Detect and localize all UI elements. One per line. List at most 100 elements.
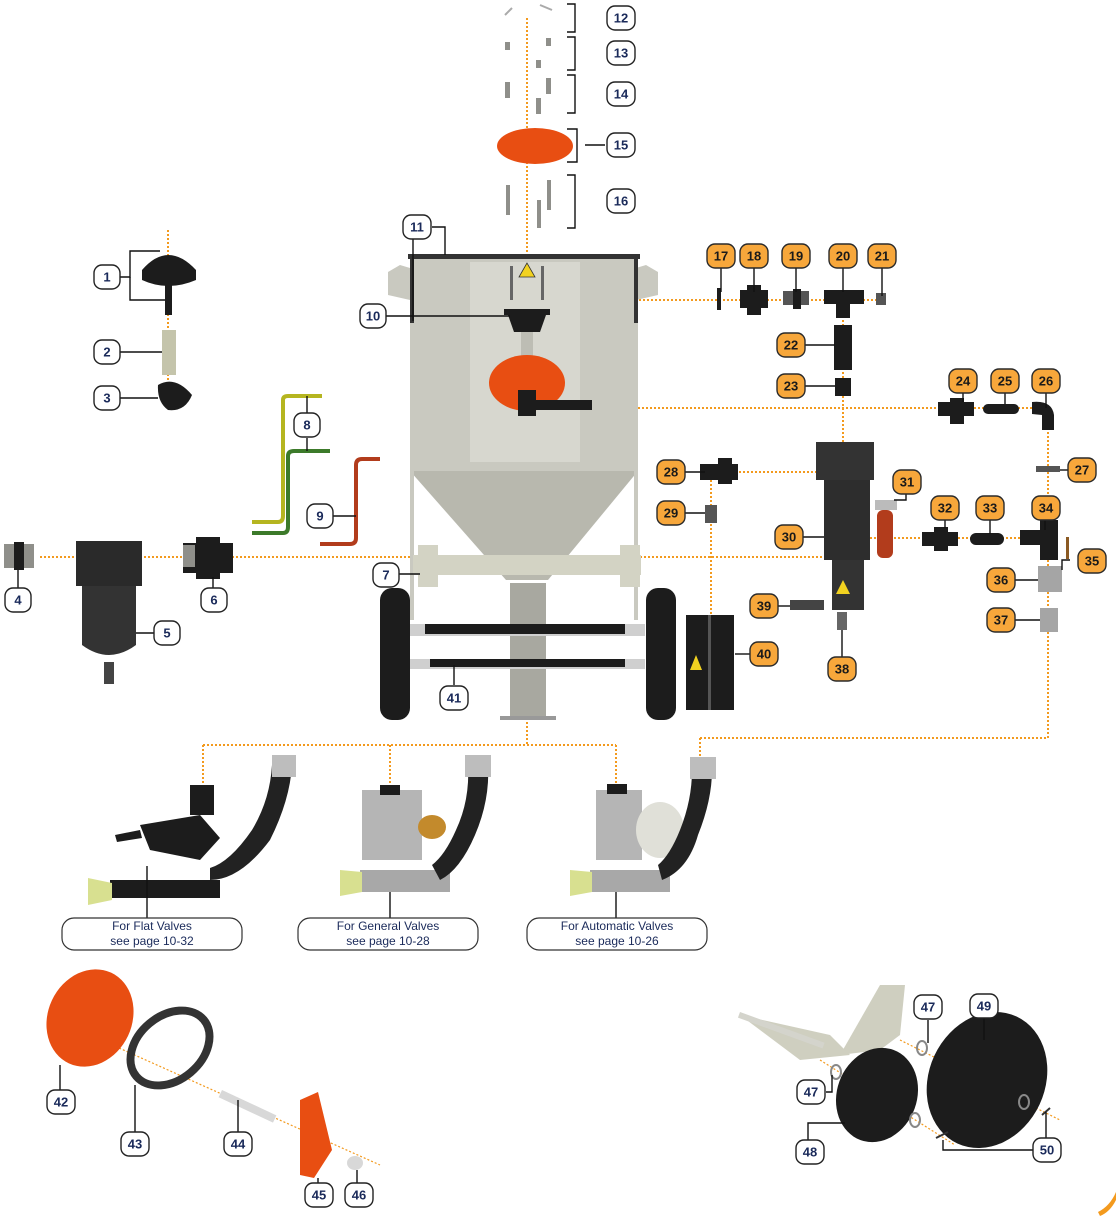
callout-42: 42 [46, 1089, 76, 1115]
callout-32: 32 [930, 495, 960, 521]
part-46-nut [347, 1156, 363, 1170]
svg-text:50: 50 [1040, 1143, 1054, 1158]
part-43-gasket [126, 1006, 214, 1090]
svg-text:49: 49 [977, 999, 991, 1014]
svg-text:14: 14 [614, 87, 629, 102]
callout-30: 30 [774, 524, 804, 550]
svg-text:26: 26 [1039, 374, 1053, 389]
part-14-pins [505, 78, 551, 114]
svg-text:37: 37 [994, 613, 1008, 628]
callout-11: 11 [402, 214, 432, 240]
svg-text:44: 44 [231, 1137, 246, 1152]
svg-text:30: 30 [782, 530, 796, 545]
svg-text:16: 16 [614, 194, 628, 209]
svg-text:36: 36 [994, 573, 1008, 588]
callout-28: 28 [656, 459, 686, 485]
svg-text:2: 2 [103, 345, 110, 360]
pop-up-orange-window [489, 355, 592, 416]
svg-text:7: 7 [382, 568, 389, 583]
svg-text:28: 28 [664, 465, 678, 480]
automatic-valve-reference[interactable]: For Automatic Valves see page 10-26 [526, 917, 708, 951]
callout-46: 46 [344, 1182, 374, 1208]
svg-text:38: 38 [835, 662, 849, 677]
svg-text:42: 42 [54, 1095, 68, 1110]
svg-text:4: 4 [14, 593, 22, 608]
part-4-nipple [4, 542, 34, 570]
svg-text:31: 31 [900, 475, 914, 490]
svg-text:24: 24 [956, 374, 971, 389]
svg-text:13: 13 [614, 46, 628, 61]
part-3-base [157, 381, 192, 411]
callout-25: 25 [990, 368, 1020, 394]
callout-37: 37 [986, 607, 1016, 633]
callout-23: 23 [776, 373, 806, 399]
callout-27: 27 [1067, 457, 1097, 483]
callout-29: 29 [656, 500, 686, 526]
svg-text:35: 35 [1085, 554, 1099, 569]
svg-text:45: 45 [312, 1188, 326, 1203]
callout-16: 16 [606, 188, 636, 214]
part-9-hose [320, 457, 380, 546]
general-valve-assembly [340, 755, 491, 896]
page-corner-swoosh-icon [1098, 1192, 1116, 1216]
svg-text:For General Valves: For General Valves [337, 919, 440, 933]
svg-text:39: 39 [757, 599, 771, 614]
callout-19: 19 [781, 243, 811, 269]
svg-text:see page 10-32: see page 10-32 [110, 934, 194, 948]
callout-20: 20 [828, 243, 858, 269]
wheel-left [380, 588, 410, 720]
svg-text:23: 23 [784, 379, 798, 394]
svg-text:41: 41 [447, 691, 461, 706]
callout-2: 2 [93, 339, 121, 365]
svg-text:33: 33 [983, 501, 997, 516]
svg-text:25: 25 [998, 374, 1012, 389]
callout-43: 43 [120, 1131, 150, 1157]
callout-18: 18 [739, 243, 769, 269]
flat-valve-reference[interactable]: For Flat Valves see page 10-32 [61, 917, 243, 951]
svg-text:15: 15 [614, 138, 628, 153]
callout-10: 10 [359, 303, 387, 329]
svg-text:For Automatic Valves: For Automatic Valves [561, 919, 674, 933]
callout-34: 34 [1031, 495, 1061, 521]
callout-17: 17 [706, 243, 736, 269]
svg-text:43: 43 [128, 1137, 142, 1152]
general-valve-reference[interactable]: For General Valves see page 10-28 [297, 917, 479, 951]
svg-text:47: 47 [921, 1000, 935, 1015]
callout-40: 40 [749, 641, 779, 667]
wheel-right [646, 588, 676, 720]
part-48-wheel-small [835, 1047, 919, 1143]
callout-45: 45 [304, 1182, 334, 1208]
callout-13: 13 [606, 40, 636, 66]
svg-text:22: 22 [784, 338, 798, 353]
callout-48: 48 [795, 1139, 825, 1165]
part-47-washers [830, 1040, 1030, 1128]
flat-valve-assembly [88, 755, 296, 905]
svg-text:8: 8 [303, 418, 310, 433]
callout-6: 6 [200, 587, 228, 613]
warning-triangle-icon [518, 262, 536, 278]
callout-12: 12 [606, 5, 636, 31]
svg-text:1: 1 [103, 270, 110, 285]
svg-text:For Flat Valves: For Flat Valves [112, 919, 192, 933]
plumbing-parts [686, 285, 1069, 710]
svg-text:27: 27 [1075, 463, 1089, 478]
part-45-clamp [300, 1092, 332, 1178]
callout-8: 8 [293, 412, 321, 438]
part-8-hoses [252, 394, 330, 535]
svg-text:34: 34 [1039, 501, 1054, 516]
part-50-clips [935, 1107, 1051, 1139]
brackets-12-16 [567, 3, 605, 229]
callout-50: 50 [1032, 1137, 1062, 1163]
svg-text:12: 12 [614, 11, 628, 26]
svg-text:see page 10-28: see page 10-28 [346, 934, 430, 948]
callout-44: 44 [223, 1131, 253, 1157]
svg-text:9: 9 [316, 509, 323, 524]
callout-49: 49 [969, 993, 999, 1019]
svg-text:48: 48 [803, 1145, 817, 1160]
svg-text:21: 21 [875, 249, 889, 264]
svg-text:5: 5 [163, 626, 170, 641]
svg-text:46: 46 [352, 1188, 366, 1203]
part-1-cap [142, 255, 196, 315]
wheel-frame-detail [737, 985, 905, 1060]
